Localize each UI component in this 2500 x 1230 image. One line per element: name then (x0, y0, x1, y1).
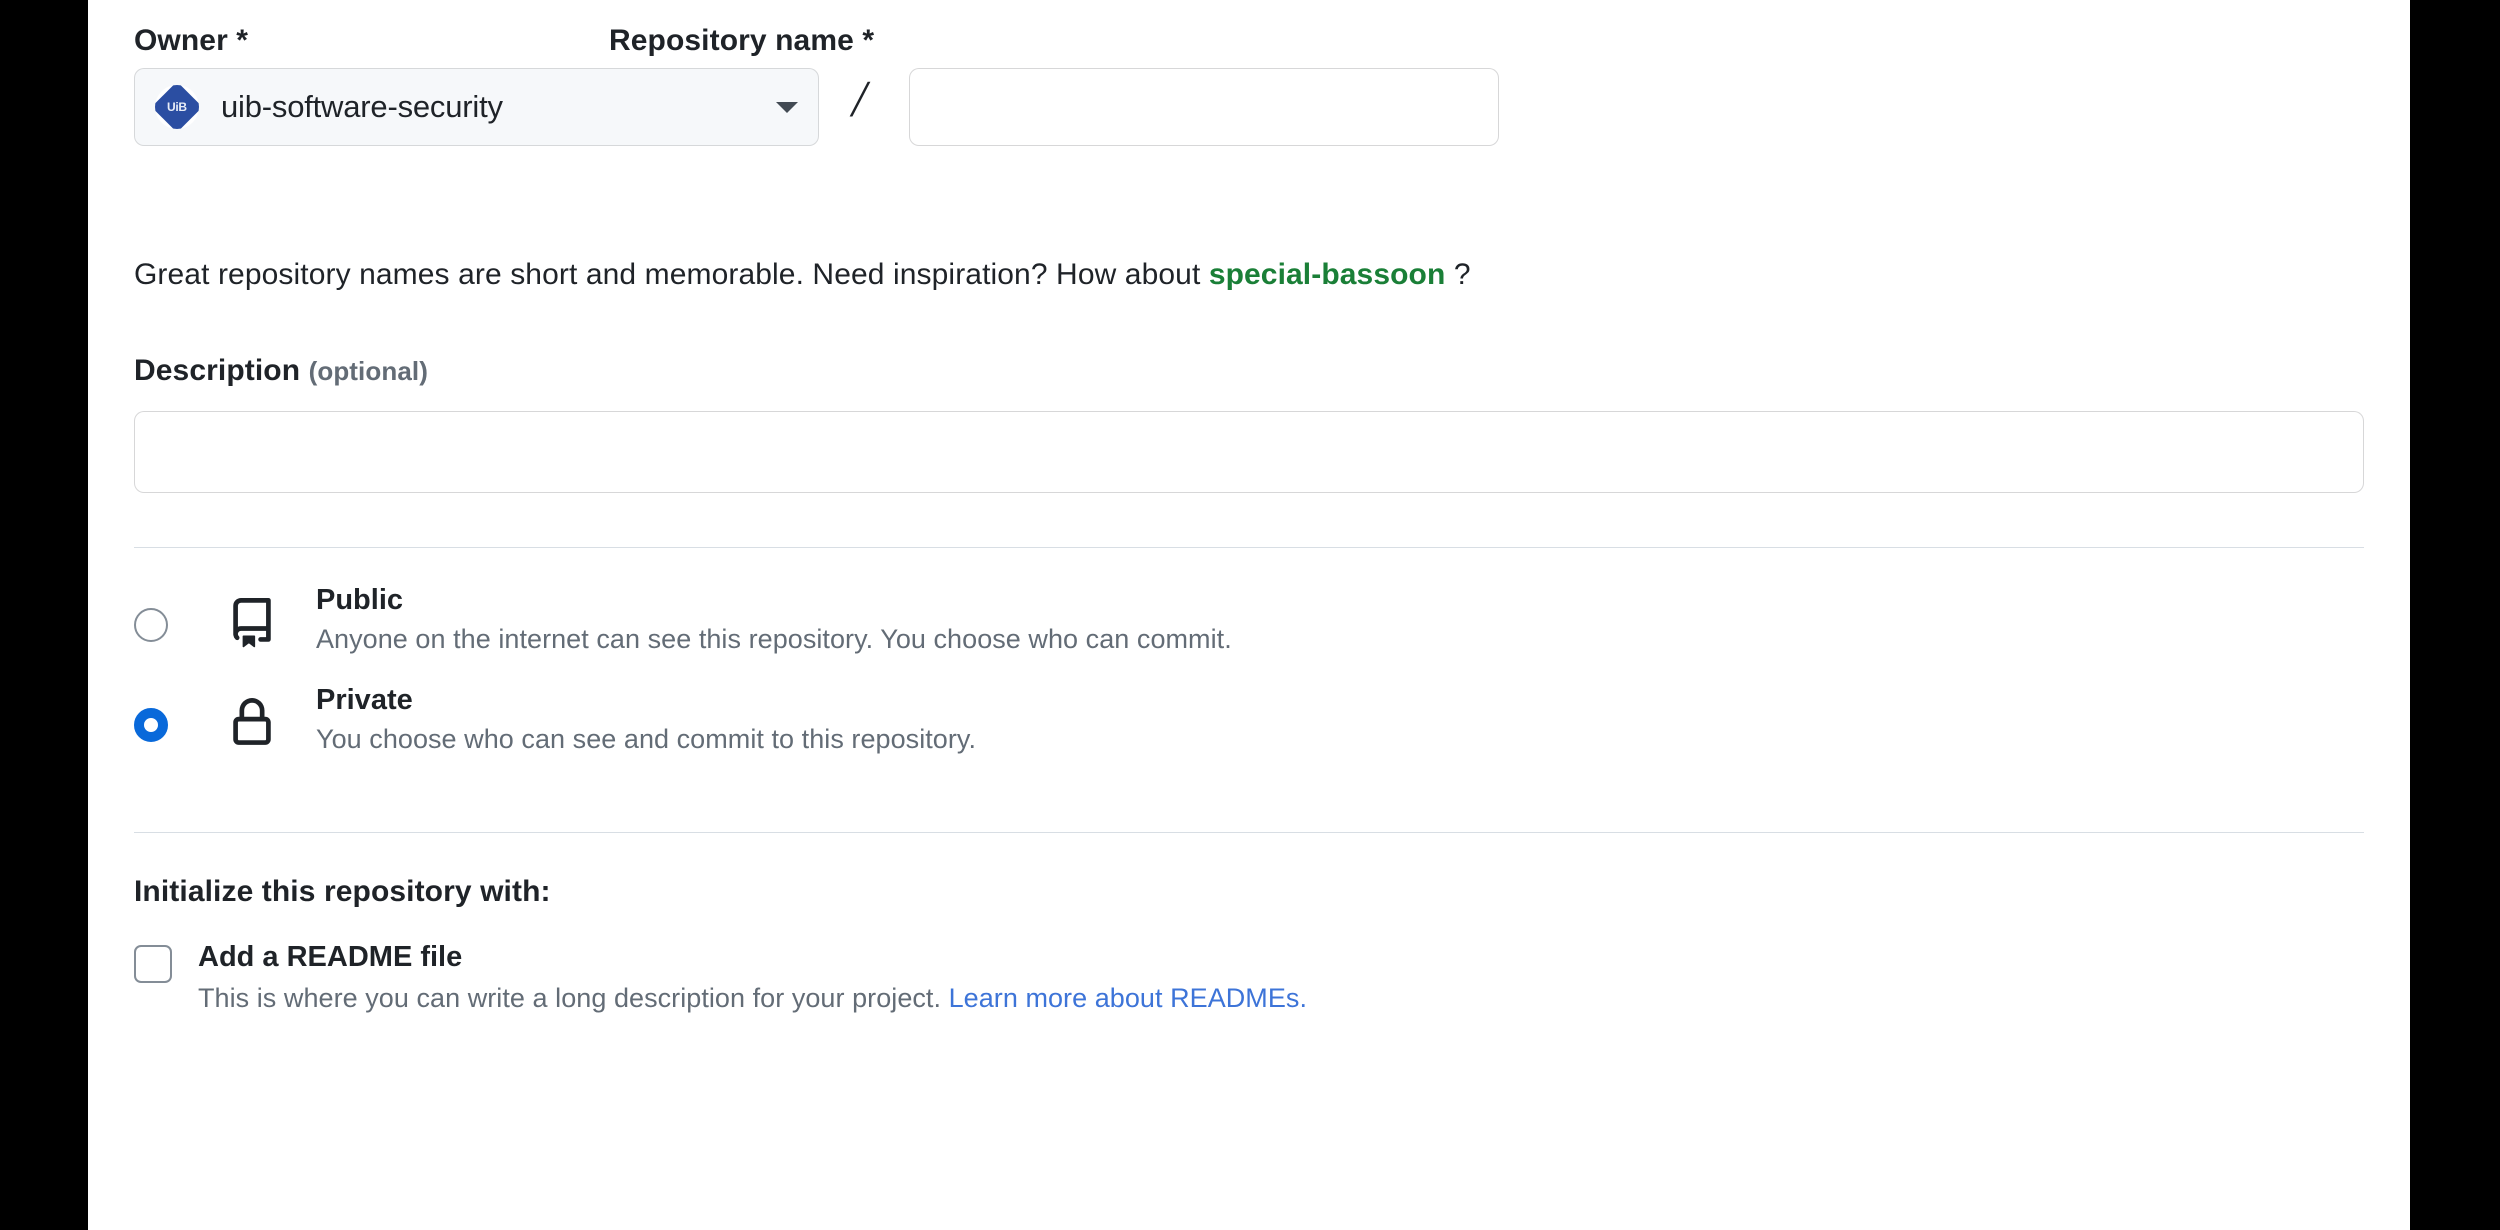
suggested-name[interactable]: special-bassoon (1208, 258, 1446, 291)
visibility-private-description: You choose who can see and commit to thi… (316, 724, 977, 755)
owner-and-name-row: Owner * Repository name * UiB uib-softwa… (134, 0, 2364, 180)
owner-avatar: UiB (155, 85, 199, 129)
readme-option-title: Add a README file (198, 941, 463, 973)
initialize-heading: Initialize this repository with: (134, 875, 551, 908)
learn-more-readmes-link[interactable]: Learn more about READMEs. (948, 983, 1308, 1014)
description-label: Description (optional) (134, 354, 2364, 388)
visibility-public-title: Public (316, 584, 404, 616)
helper-prefix: Great repository names are short and mem… (134, 258, 1209, 291)
visibility-public-description: Anyone on the internet can see this repo… (316, 624, 1232, 655)
readme-option-description: This is where you can write a long descr… (198, 983, 1307, 1014)
repo-book-icon (224, 598, 280, 648)
visibility-option-public[interactable]: Public Anyone on the internet can see th… (134, 584, 2364, 680)
readme-description-text: This is where you can write a long descr… (198, 983, 949, 1014)
radio-private[interactable] (134, 708, 168, 742)
visibility-public-text: Public Anyone on the internet can see th… (316, 584, 1232, 655)
helper-suffix: ? (1445, 258, 1471, 291)
readme-option-text: Add a README file This is where you can … (198, 941, 1307, 1014)
visibility-private-title: Private (316, 684, 413, 716)
repository-name-input[interactable] (909, 68, 1499, 146)
visibility-private-text: Private You choose who can see and commi… (316, 684, 976, 755)
owner-label: Owner * (134, 24, 249, 57)
repository-name-label: Repository name * (609, 24, 875, 57)
divider-above-initialize (134, 832, 2364, 833)
owner-name-value: uib-software-security (221, 89, 503, 124)
description-label-text: Description (134, 354, 301, 387)
avatar-initials: UiB (167, 100, 187, 114)
owner-select-button[interactable]: UiB uib-software-security (134, 68, 819, 146)
path-separator: / (852, 71, 867, 128)
name-helper-text: Great repository names are short and mem… (134, 258, 2364, 292)
description-optional-note: (optional) (308, 356, 428, 386)
visibility-options: Public Anyone on the internet can see th… (134, 584, 2364, 780)
radio-public[interactable] (134, 608, 168, 642)
checkbox-add-readme[interactable] (134, 945, 172, 983)
lock-icon (224, 698, 280, 748)
divider-above-visibility (134, 547, 2364, 548)
uib-logo-icon: UiB (155, 85, 199, 129)
description-input[interactable] (134, 411, 2364, 493)
chevron-down-icon (776, 101, 798, 113)
initialize-option-readme[interactable]: Add a README file This is where you can … (134, 941, 2364, 1014)
repository-create-form: Owner * Repository name * UiB uib-softwa… (88, 0, 2410, 1230)
visibility-option-private[interactable]: Private You choose who can see and commi… (134, 684, 2364, 780)
